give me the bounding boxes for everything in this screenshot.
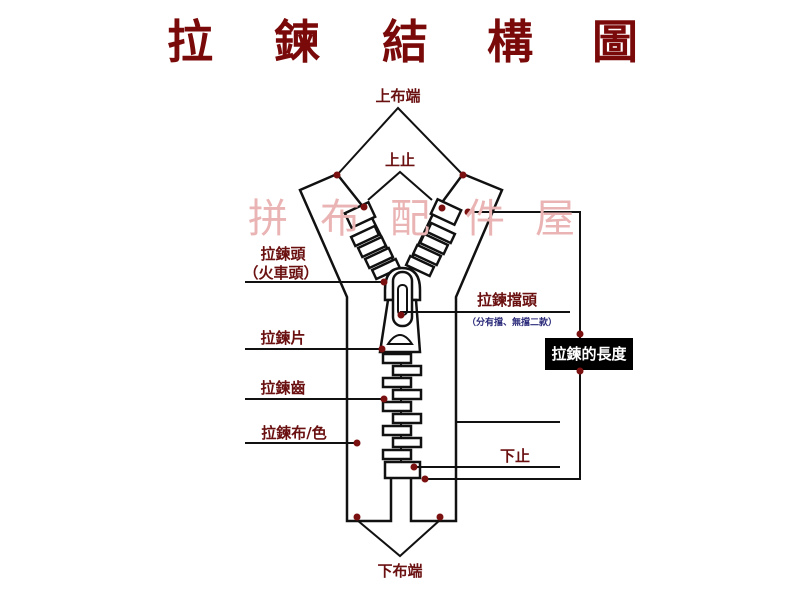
zipper-tooth	[363, 246, 395, 270]
marker-dot	[436, 513, 444, 521]
zipper-tooth	[381, 448, 413, 461]
marker-dot	[380, 278, 388, 286]
bottom-tape-end-pointer	[356, 519, 441, 558]
left-top-stop	[343, 200, 377, 230]
title-char: 拉	[167, 15, 213, 69]
zipper-tooth	[381, 400, 413, 413]
zipper-length-box: 拉鍊的長度	[545, 338, 633, 370]
marker-dot	[464, 208, 472, 216]
zipper-teeth	[349, 221, 457, 462]
marker-dot	[333, 171, 341, 179]
zipper-tooth	[381, 424, 413, 437]
slider-label: 拉鍊頭	[260, 245, 306, 263]
top-tape-end-pointer	[336, 106, 464, 176]
marker-dot	[576, 367, 584, 375]
marker-dot	[459, 171, 467, 179]
tape-label: 拉鍊布/色	[261, 424, 326, 442]
pull-tab-label: 拉鍊片	[260, 329, 305, 347]
watermark-char: 配	[390, 196, 430, 242]
marker-dot	[397, 311, 405, 319]
zipper-tooth	[391, 412, 423, 425]
top-stop-label: 上止	[385, 151, 415, 169]
marker-dots	[333, 171, 584, 521]
zipper-tooth	[418, 232, 450, 256]
top-tape-end-label: 上布端	[375, 87, 420, 105]
marker-dot	[353, 439, 361, 447]
right-top-stop	[429, 197, 463, 227]
top-stop-pointer	[367, 170, 433, 201]
watermark-char: 拼	[248, 196, 288, 242]
marker-dot	[438, 204, 446, 212]
retainer-label: 拉鍊擋頭	[477, 291, 538, 309]
marker-dot	[576, 330, 584, 338]
marker-dot	[410, 463, 418, 471]
slider-opening	[386, 334, 414, 345]
title-char: 鍊	[274, 15, 321, 69]
zipper-length-label: 拉鍊的長度	[551, 345, 627, 363]
marker-dot	[353, 513, 361, 521]
zipper-tooth	[349, 224, 381, 248]
watermark-char: 件	[465, 196, 505, 242]
bottom-tape-end-label: 下布端	[377, 562, 422, 580]
zipper-tooth	[391, 436, 423, 449]
marker-dot	[380, 395, 388, 403]
watermark-char: 屋	[535, 196, 575, 242]
zipper-tooth	[356, 235, 388, 259]
title-char: 結	[382, 15, 428, 69]
zipper-tooth	[411, 243, 443, 267]
zipper-tooth	[391, 388, 423, 401]
slider-alt-label: （火車頭）	[243, 264, 318, 282]
zipper-tooth	[404, 254, 436, 278]
watermark-char: 布	[320, 196, 360, 242]
diagram-title: 拉 鍊 結 構 圖	[167, 15, 638, 69]
title-char: 圖	[592, 15, 638, 69]
marker-dot	[378, 345, 386, 353]
zipper-tooth	[381, 352, 413, 365]
zipper-tooth	[391, 364, 423, 377]
teeth-label: 拉鍊齒	[260, 379, 305, 397]
title-char: 構	[487, 15, 533, 69]
bottom-stop-label: 下止	[500, 447, 530, 465]
retainer-note: （分有擋、無擋二款）	[467, 316, 557, 328]
zipper-tooth	[381, 376, 413, 389]
zipper-tooth	[425, 221, 457, 245]
marker-dot	[421, 475, 429, 483]
slider	[378, 266, 422, 354]
marker-dot	[360, 203, 368, 211]
watermark: 拼 布 配 件 屋	[248, 196, 575, 242]
